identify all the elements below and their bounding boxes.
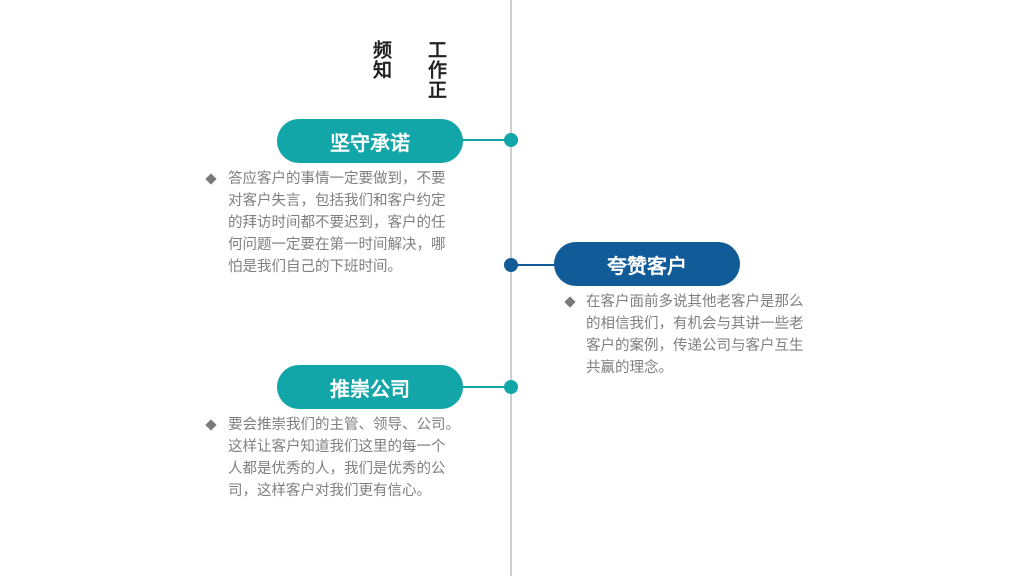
desc-promote-company: 要会推崇我们的主管、领导、公司。 这样让客户知道我们这里的每一个 人都是优秀的人…	[228, 414, 473, 502]
desc-line: 怕是我们自己的下班时间。	[228, 259, 402, 275]
connector-2	[512, 264, 556, 266]
desc-line: 答应客户的事情一定要做到，不要	[228, 171, 446, 187]
timeline-dot-1	[504, 133, 518, 147]
connector-3	[460, 386, 508, 388]
desc-commitment: 答应客户的事情一定要做到，不要 对客户失言，包括我们和客户约定 的拜访时间都不要…	[228, 168, 468, 278]
desc-line: 人都是优秀的人，我们是优秀的公	[228, 461, 446, 477]
desc-line: 的拜访时间都不要迟到，客户的任	[228, 215, 446, 231]
desc-line: 这样让客户知道我们这里的每一个	[228, 439, 446, 455]
pill-praise-customer: 夸赞客户	[554, 242, 740, 286]
bullet-diamond-3	[205, 419, 217, 431]
desc-line: 何问题一定要在第一时间解决，哪	[228, 237, 446, 253]
bullet-diamond-1	[205, 173, 217, 185]
pill-commitment: 坚守承诺	[277, 119, 463, 163]
connector-1	[460, 139, 508, 141]
desc-line: 的相信我们，有机会与其讲一些老	[586, 316, 804, 332]
title-part-1: 频知	[370, 40, 392, 80]
timeline-axis	[510, 0, 512, 576]
timeline-dot-2	[504, 258, 518, 272]
timeline-dot-3	[504, 380, 518, 394]
desc-line: 在客户面前多说其他老客户是那么	[586, 294, 804, 310]
desc-praise-customer: 在客户面前多说其他老客户是那么 的相信我们，有机会与其讲一些老 客户的案例，传递…	[586, 291, 826, 379]
desc-line: 对客户失言，包括我们和客户约定	[228, 193, 446, 209]
title-part-2: 工作正	[425, 40, 447, 100]
pill-promote-company: 推崇公司	[277, 365, 463, 409]
desc-line: 共赢的理念。	[586, 360, 673, 376]
desc-line: 司，这样客户对我们更有信心。	[228, 483, 431, 499]
desc-line: 要会推崇我们的主管、领导、公司。	[228, 417, 460, 433]
bullet-diamond-2	[564, 296, 576, 308]
desc-line: 客户的案例，传递公司与客户互生	[586, 338, 804, 354]
